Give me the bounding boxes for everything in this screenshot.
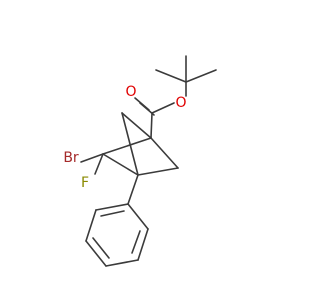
bond-carbon-bromine (80, 153, 104, 163)
phenyl-inner-double-2 (92, 237, 110, 259)
bond-cage-4 (102, 153, 139, 176)
carbonyl-oxygen-label: O (125, 84, 136, 100)
bond-cage-6 (137, 167, 179, 176)
phenyl-bond-6 (95, 203, 129, 211)
ester-oxygen-label: O (175, 95, 186, 111)
bond-cage-5 (150, 137, 179, 169)
bond-tbu-methyl-left (155, 69, 187, 83)
bond-oxygen-to-carbonyl-carbon (151, 102, 175, 114)
bond-cage-2 (121, 112, 139, 176)
bond-carbonyl-to-bridgehead (150, 112, 153, 139)
bond-tbu-methyl-right (185, 69, 217, 83)
phenyl-inner-double-3 (100, 210, 125, 217)
fluorine-label: F (81, 175, 89, 191)
bond-cage-3 (102, 137, 152, 155)
phenyl-bond-5 (85, 209, 97, 242)
phenyl-bond-4 (85, 240, 107, 267)
phenyl-bond-1 (127, 203, 149, 230)
phenyl-bond-2 (137, 228, 149, 261)
phenyl-bond-3 (105, 259, 139, 267)
bond-cage-1 (121, 112, 152, 139)
bromine-label: Br (63, 150, 79, 166)
bond-carbon-fluorine (94, 153, 104, 175)
phenyl-inner-double-1 (131, 230, 141, 254)
molecule-structure-diagram: O O Br F (63, 55, 217, 267)
bond-cage-to-phenyl (127, 174, 139, 205)
